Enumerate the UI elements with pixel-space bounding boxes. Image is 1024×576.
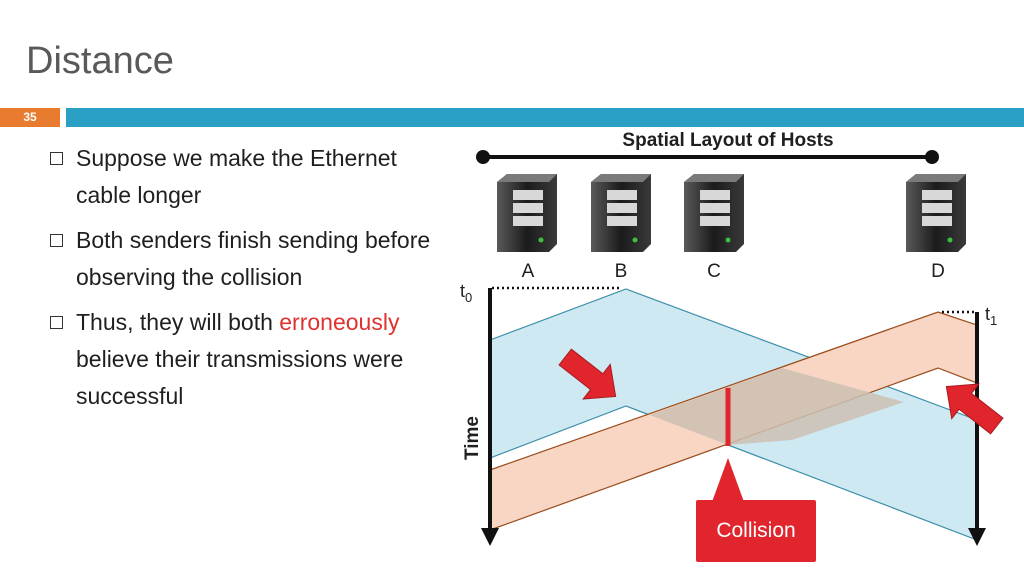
time-axis-label: Time (462, 416, 483, 460)
page-title: Distance (26, 40, 174, 82)
checkbox-bullet-icon (50, 316, 63, 329)
bullet-item: Thus, they will both erroneously believe… (46, 304, 446, 415)
red-arrow-left-icon (558, 348, 617, 400)
host-label-b: B (615, 261, 628, 282)
red-arrow-right-icon (945, 383, 1004, 435)
server-icon-a (497, 174, 557, 252)
overlap-region (650, 368, 904, 445)
bullet-text: believe their transmissions were success… (76, 346, 404, 409)
t0-label: t0 (460, 281, 472, 305)
header-bar (66, 108, 1024, 127)
bullet-text: Both senders finish sending before obser… (76, 227, 431, 290)
layout-label: Spatial Layout of Hosts (622, 130, 833, 151)
host-label-c: C (707, 261, 721, 282)
bullet-text: Thus, they will both (76, 309, 280, 335)
checkbox-bullet-icon (50, 234, 63, 247)
server-icon-d (906, 174, 966, 252)
time-arrow-left-icon (481, 528, 499, 546)
bullet-item: Suppose we make the Ethernet cable longe… (46, 140, 446, 214)
time-arrow-right-icon (968, 528, 986, 546)
host-label-d: D (931, 261, 945, 282)
bullet-list: Suppose we make the Ethernet cable longe… (46, 140, 446, 423)
bullet-emphasis: erroneously (279, 309, 400, 335)
server-icon-b (591, 174, 651, 252)
bullet-item: Both senders finish sending before obser… (46, 222, 446, 296)
checkbox-bullet-icon (50, 152, 63, 165)
collision-callout-pointer (712, 458, 744, 502)
server-icon-c (684, 174, 744, 252)
cable-end-right (925, 150, 939, 164)
collision-callout: Collision (696, 500, 816, 562)
host-label-a: A (522, 261, 535, 282)
slide-number: 35 (0, 108, 60, 127)
t1-label: t1 (985, 304, 997, 328)
cable-end-left (476, 150, 490, 164)
bullet-text: Suppose we make the Ethernet cable longe… (76, 145, 397, 208)
